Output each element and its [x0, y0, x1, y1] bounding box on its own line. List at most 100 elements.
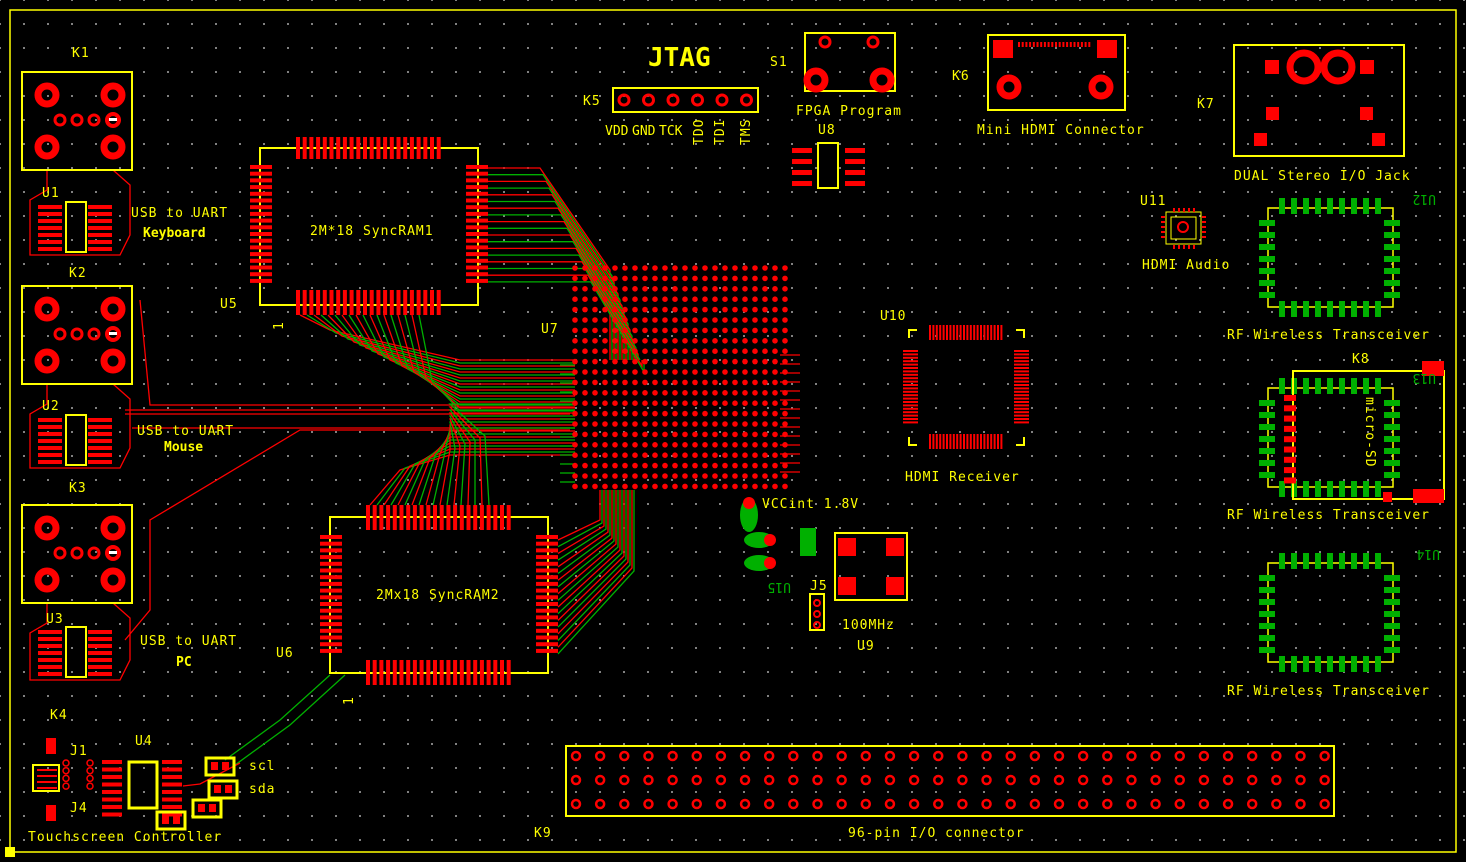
bga-ball [572, 338, 578, 344]
bga-ball [702, 421, 708, 427]
pad [320, 642, 342, 647]
pad [1315, 378, 1321, 394]
pad [426, 505, 431, 530]
jtag-header-outline [612, 87, 759, 113]
bga-ball [612, 265, 618, 271]
pad [88, 439, 112, 443]
bga-ball [782, 317, 788, 323]
pad [1384, 460, 1400, 466]
pad [1360, 60, 1374, 74]
label-usb-uart-2: USB to UART [137, 424, 234, 439]
bga-ball [692, 317, 698, 323]
header-pin [1246, 750, 1258, 762]
pad [162, 760, 182, 764]
pad [963, 434, 965, 449]
bga-ball [762, 338, 768, 344]
bga-ball [782, 286, 788, 292]
bga-ball [612, 327, 618, 334]
bga-ball [762, 421, 768, 427]
pad [1384, 623, 1400, 629]
header-pin [1077, 750, 1089, 762]
label-u5: U5 [220, 297, 238, 312]
pad [1384, 599, 1400, 605]
pad [1259, 472, 1275, 478]
bga-ball [732, 369, 738, 375]
bga-ball [592, 296, 598, 303]
switch-pad [866, 35, 880, 49]
pad [1254, 133, 1267, 146]
pin [86, 782, 94, 790]
bga-ball [772, 462, 778, 469]
pad [1178, 245, 1180, 249]
pad [903, 377, 918, 380]
pad [102, 767, 122, 772]
pad [1303, 656, 1309, 672]
pad [466, 185, 488, 190]
bga-ball [602, 431, 608, 438]
label-mini-hdmi: Mini HDMI Connector [977, 123, 1145, 138]
header-pin [1053, 774, 1065, 786]
ram2-trace [557, 490, 631, 641]
bga-ball [622, 431, 628, 438]
bga-ball [582, 400, 588, 407]
pad [886, 538, 904, 556]
pad [479, 660, 484, 685]
pad [383, 137, 388, 159]
bga-ball [782, 452, 788, 459]
header-pin [1246, 798, 1258, 810]
bga-ball [712, 379, 718, 386]
bga-ball [592, 317, 598, 323]
bga-ball [572, 369, 578, 375]
bga-ball [572, 296, 578, 303]
pad [1279, 656, 1285, 672]
header-pin [643, 774, 654, 786]
pad [1014, 404, 1029, 407]
label-hdmi-audio: HDMI Audio [1142, 258, 1230, 273]
header-pin [1198, 750, 1210, 762]
bga-ball [712, 410, 718, 417]
pad [433, 505, 437, 530]
pad [1351, 481, 1357, 497]
pad [1183, 245, 1185, 249]
pad [903, 404, 918, 407]
pad [536, 615, 558, 620]
bga-ball [652, 338, 658, 344]
pad [980, 325, 982, 340]
bga-ball [692, 473, 698, 479]
pad [1291, 656, 1297, 672]
switch-outline [804, 32, 896, 92]
pad [38, 630, 62, 634]
pad [1279, 553, 1285, 569]
pad [1363, 378, 1369, 394]
pad [366, 505, 370, 530]
pad [935, 434, 938, 449]
bga-ball [612, 317, 618, 323]
bga-ball [742, 286, 748, 292]
label-u8: U8 [818, 123, 836, 138]
usb-shield-pad [34, 134, 60, 160]
pad [845, 181, 865, 186]
pad [536, 642, 558, 647]
ram1-trace [348, 314, 575, 382]
bga-ball [582, 327, 588, 334]
bga-ball [622, 327, 628, 334]
bga-ball [682, 369, 688, 375]
bga-ball [572, 379, 578, 386]
pad [412, 505, 417, 530]
bga-ball [602, 358, 608, 365]
pad [997, 325, 999, 340]
pad [88, 446, 112, 450]
ram2-trace [446, 421, 575, 506]
pad [403, 290, 408, 315]
pad [903, 363, 918, 366]
header-pin [739, 774, 751, 786]
bga-ball [602, 462, 608, 469]
bga-ball [652, 452, 658, 459]
bga-ball [592, 400, 598, 407]
pad [792, 170, 812, 175]
pad [372, 505, 377, 530]
pad [1351, 301, 1357, 317]
header-pin [1319, 774, 1330, 786]
pad [963, 325, 965, 340]
pad [1327, 301, 1333, 317]
